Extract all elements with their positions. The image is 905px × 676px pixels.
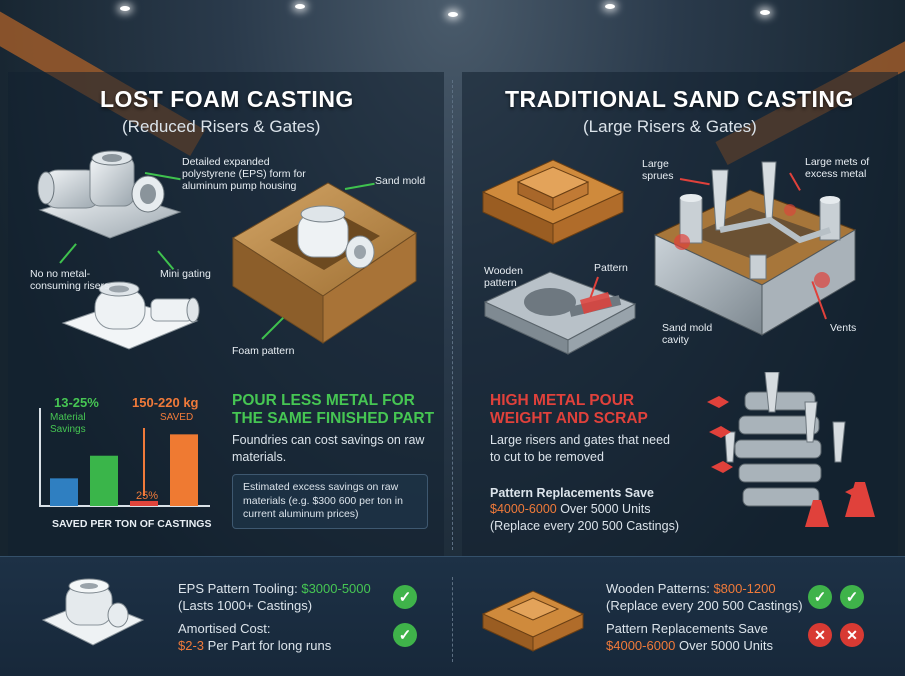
chart-bar (50, 478, 78, 506)
wooden-patterns-label: Wooden Patterns: (606, 581, 714, 596)
wooden-patterns-line: Wooden Patterns: $800-1200 (606, 581, 776, 598)
eps-pattern-icon (41, 578, 145, 646)
chart-kg-label: 150-220 kg (132, 395, 199, 410)
check-icon: ✓ (393, 623, 417, 647)
wooden-pattern-small-icon (481, 590, 585, 652)
ceiling-light (448, 12, 458, 17)
foam-pump-housing-icon (37, 150, 182, 239)
right-repl-units: Over 5000 Units (556, 502, 651, 516)
left-subtitle: (Reduced Risers & Gates) (122, 117, 321, 136)
callout-vents: Vents (830, 322, 857, 334)
chart-saved-label: SAVED (160, 412, 194, 423)
callout-foam-pattern: Foam pattern (232, 345, 295, 357)
sand-mold-icon (232, 182, 417, 344)
eps-tooling-price: $3000-5000 (301, 581, 371, 596)
ceiling-light (120, 6, 130, 11)
chart-material-pct: 13-25% (54, 395, 99, 410)
amortised-cost-rest: Per Part for long runs (204, 638, 332, 653)
pattern-repl-line: $4000-6000 Over 5000 Units (606, 638, 773, 655)
amortised-cost-line: $2-3 Per Part for long runs (178, 638, 331, 655)
check-icon: ✓ (840, 585, 864, 609)
eps-tooling-line: EPS Pattern Tooling: $3000-5000 (178, 581, 371, 598)
chart-bar (170, 434, 198, 506)
scrap-castings-icon (707, 372, 875, 527)
amortised-cost-price: $2-3 (178, 638, 205, 653)
right-headline: HIGH METAL POUR WEIGHT AND SCRAP (490, 392, 648, 428)
right-subtitle: (Large Risers & Gates) (583, 117, 757, 136)
chart-x-label: SAVED PER TON OF CASTINGS (52, 518, 212, 530)
callout-pattern: Pattern (594, 262, 628, 274)
amortised-cost-label: Amortised Cost: (178, 621, 271, 636)
chart-material-label: Material Savings (50, 412, 86, 435)
ceiling-light (760, 10, 770, 15)
wooden-pattern-icon (481, 159, 625, 245)
right-body: Large risers and gates that need to cut … (490, 433, 670, 464)
callout-sand-mold-cavity: Sand mold cavity (662, 322, 713, 347)
savings-chart-svg (39, 408, 210, 507)
cost-comparison-bar: EPS Pattern Tooling: $3000-5000 (Lasts 1… (0, 556, 905, 676)
right-repl-line1: $4000-6000 Over 5000 Units (490, 501, 651, 518)
panel-divider (452, 80, 453, 550)
sand-mold-cavity-icon (653, 161, 857, 336)
right-title: TRADITIONAL SAND CASTING (505, 86, 854, 112)
bottom-divider (452, 577, 453, 662)
left-headline: POUR LESS METAL FOR THE SAME FINISHED PA… (232, 392, 435, 428)
callout-sand-mold: Sand mold (375, 175, 426, 187)
eps-lasts-line: (Lasts 1000+ Castings) (178, 598, 313, 613)
foam-part-icon (61, 281, 200, 350)
callout-eps-form: Detailed expanded polystyrene (EPS) form… (182, 156, 306, 193)
callout-large-mets: Large mets of excess metal (805, 156, 870, 181)
chart-bar (130, 500, 158, 506)
callout-wooden-pattern: Wooden pattern (484, 265, 523, 290)
wooden-patterns-price: $800-1200 (713, 581, 776, 596)
ceiling-light (295, 4, 305, 9)
left-body: Foundries can cost savings on raw materi… (232, 433, 425, 464)
eps-tooling-label: EPS Pattern Tooling: (178, 581, 302, 596)
callout-mini-gating: Mini gating (160, 268, 211, 280)
ceiling-light (605, 4, 615, 9)
right-repl-price: $4000-6000 (490, 502, 557, 516)
pattern-repl-price: $4000-6000 (606, 638, 676, 653)
right-repl-line2: (Replace every 200 500 Castings) (490, 519, 679, 533)
pattern-icon (483, 271, 637, 355)
callout-large-sprues: Large sprues (642, 158, 674, 183)
callout-no-metal-risers: No no metal-consuming risers (30, 268, 110, 293)
check-icon: ✓ (393, 585, 417, 609)
pattern-repl-label: Pattern Replacements Save (606, 621, 768, 636)
chart-bar (90, 455, 118, 506)
check-icon: ✓ (808, 585, 832, 609)
wooden-replace-line: (Replace every 200 500 Castings) (606, 598, 803, 613)
left-note-box: Estimated excess savings on raw material… (232, 474, 428, 529)
chart-small-pct: 25% (136, 490, 159, 502)
right-repl-title: Pattern Replacements Save (490, 486, 654, 500)
cross-icon: ✕ (808, 623, 832, 647)
cross-icon: ✕ (840, 623, 864, 647)
pattern-repl-rest: Over 5000 Units (675, 638, 773, 653)
savings-chart: 13-25% Material Savings 150-220 kg SAVED… (10, 388, 220, 533)
left-title: LOST FOAM CASTING (100, 86, 354, 112)
